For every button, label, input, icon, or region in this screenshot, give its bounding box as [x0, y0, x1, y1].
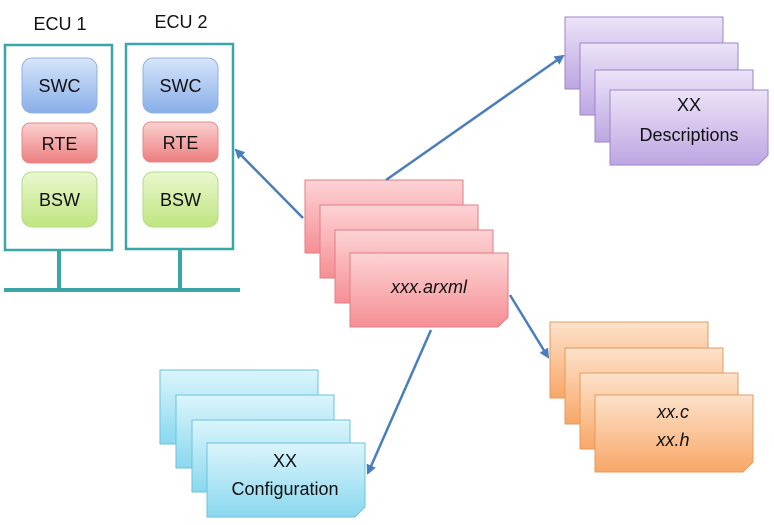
arxml-file-label: xxx.arxml: [390, 277, 468, 297]
arrow-to-ecu: [234, 148, 304, 219]
configuration-label-line2: Configuration: [231, 479, 338, 499]
ecu-2-swc-label: SWC: [160, 76, 202, 96]
code-label-line2: xx.h: [655, 430, 689, 450]
arrow-to-code: [508, 294, 550, 359]
ecu-1-label: ECU 1: [33, 14, 86, 34]
ecu-1-bsw-block: [21, 171, 98, 228]
descriptions-document-stack: [564, 16, 769, 166]
code-label-line1: xx.c: [656, 402, 689, 422]
descriptions-label-line2: Descriptions: [639, 125, 738, 145]
ecu-1-swc-label: SWC: [39, 76, 81, 96]
ecu-2-bsw-block: [142, 171, 219, 228]
ecu-1: ECU 1 SWC RTE BSW: [3, 14, 114, 252]
ecu-2-bsw-label: BSW: [160, 190, 201, 210]
ecu-1-rte-block: [21, 122, 98, 164]
ecu-2-rte-block: [142, 121, 219, 163]
ecu-1-bsw-label: BSW: [39, 190, 80, 210]
ecu-1-rte-label: RTE: [42, 134, 78, 154]
ecu-2: ECU 2 SWC RTE BSW: [124, 12, 235, 251]
configuration-doc-4: [206, 442, 366, 518]
code-doc-4: [594, 394, 754, 473]
ecu-2-rte-label: RTE: [163, 133, 199, 153]
arxml-doc-4: [349, 252, 509, 328]
descriptions-label-line1: XX: [677, 95, 701, 115]
descriptions-doc-4: [609, 89, 769, 166]
ecu-2-label: ECU 2: [154, 12, 207, 32]
arxml-document-stack: [304, 179, 509, 328]
code-document-stack: [549, 321, 754, 473]
configuration-document-stack: [159, 369, 366, 518]
arrow-to-descriptions: [385, 54, 565, 182]
configuration-label-line1: XX: [273, 451, 297, 471]
arrows: [234, 54, 565, 475]
arrow-to-configuration: [366, 329, 433, 475]
ecu-2-swc-block: [142, 57, 219, 114]
network-bus: [4, 250, 240, 292]
ecu-1-swc-block: [21, 57, 98, 114]
